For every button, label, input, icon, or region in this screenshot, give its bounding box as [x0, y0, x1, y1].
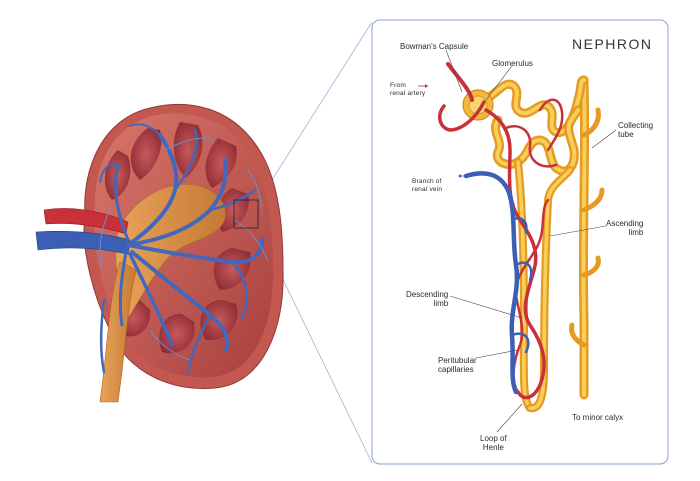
ureter — [99, 261, 137, 403]
label-peritubular-capillaries: Peritubular capillaries — [438, 356, 477, 374]
nephron-structure — [418, 49, 617, 433]
label-collecting-tube: Collecting tube — [618, 121, 654, 139]
kidney-cross-section — [35, 103, 284, 403]
label-branch-of-renal-vein: Branch of renal vein — [412, 178, 443, 193]
label-ascending-limb: Ascending limb — [606, 219, 644, 237]
label-glomerulus: Glomerulus — [492, 59, 533, 68]
renal-vein — [35, 230, 131, 255]
label-bowmans-capsule: Bowman's Capsule — [400, 42, 469, 51]
zoom-inset-box — [233, 199, 259, 229]
label-descending-limb: Descending limb — [406, 290, 449, 308]
label-from-renal-artery: From renal artery — [390, 82, 426, 97]
kidney-vein-branches — [99, 123, 264, 374]
flow-arrows — [418, 84, 466, 178]
afferent-arteriole — [446, 62, 474, 102]
peritubular-capillaries — [463, 98, 564, 400]
label-leader-lines — [445, 49, 617, 433]
label-loop-of-henle: Loop of Henle — [480, 434, 507, 452]
label-to-minor-calyx: To minor calyx — [572, 413, 624, 422]
panel-title: NEPHRON — [572, 36, 653, 52]
kidney-fine-vessels — [99, 137, 269, 361]
